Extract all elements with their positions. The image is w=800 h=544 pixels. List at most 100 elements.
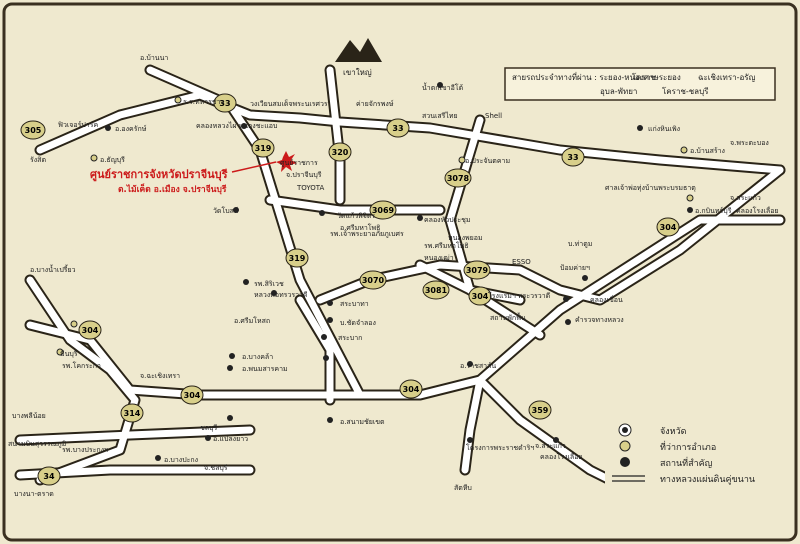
svg-text:304: 304: [403, 385, 420, 394]
place-label: คลองโรงเลื่อย: [540, 452, 583, 461]
place-label: แก่งหินเพิง: [648, 125, 680, 133]
svg-text:314: 314: [124, 409, 141, 418]
route-shield: 304: [180, 385, 204, 405]
svg-text:33: 33: [392, 124, 403, 133]
route-shield: 359: [528, 400, 552, 420]
place-label: หนองเฒ่า: [424, 254, 454, 262]
svg-text:33: 33: [567, 153, 578, 162]
place-label: จ.สระแก้ว: [730, 194, 761, 202]
svg-text:3079: 3079: [466, 266, 489, 275]
svg-text:320: 320: [332, 148, 349, 157]
place-labels: อ.บ้านนา วงเวียนสมเด็จพระนเรศวร น้ำตกเขา…: [8, 54, 779, 498]
place-label: อ.พนมสารคาม: [242, 365, 288, 373]
route-shield: 3078: [444, 168, 472, 188]
svg-text:3081: 3081: [425, 286, 448, 295]
place-label: หลวงพ่อทรวรวาดี: [254, 291, 308, 299]
svg-text:319: 319: [255, 144, 272, 153]
place-label: คำรวจทางหลวง: [575, 316, 624, 324]
place-label: ร.ร.ทหารช่าง: [183, 98, 224, 106]
svg-text:304: 304: [82, 326, 99, 335]
place-label: อ.ประจันตคาม: [465, 157, 510, 165]
place-label: ศูนย์ราชการ: [280, 159, 318, 167]
place-label: อ.ศรีมหาโพธิ: [340, 223, 380, 232]
place-label: TOYOTA: [296, 184, 325, 192]
route-shield: 3081: [422, 280, 450, 300]
place-label: รพ.สิริเวช: [254, 280, 284, 288]
place-label: วัดโบสถ์: [213, 206, 238, 215]
bus-route: ฉะเชิงเทรา-อรัญ: [698, 73, 756, 82]
place-label: สวนเสรีไทย: [422, 111, 458, 120]
place-label: เขาใหญ่: [343, 68, 372, 77]
route-shield: 320: [328, 142, 352, 162]
route-shield: 314: [120, 403, 144, 423]
place-label: ป้อมค่ายฯ: [560, 264, 590, 272]
place-label: อ.องครักษ์: [115, 125, 147, 133]
place-label: สระบาก: [338, 334, 362, 342]
place-label: อ.กบินทร์บุรี: [695, 207, 732, 215]
place-label: หนองพยอม: [448, 234, 483, 242]
svg-text:304: 304: [184, 391, 201, 400]
place-label: อ.ราชสาส์น: [460, 362, 496, 370]
place-label: จ.ปราจีนบุรี: [286, 171, 322, 179]
place-label: ฟิวเจอร์ปาร์ค: [58, 121, 98, 129]
place-label: อ.บางน้ำเปรี้ยว: [30, 263, 76, 274]
route-shield: 304: [656, 217, 680, 237]
legend-label: จังหวัด: [660, 427, 687, 437]
place-label: จ.สระแก้ว: [535, 442, 566, 450]
route-shield: 304: [78, 320, 102, 340]
landmark-dots: [56, 82, 694, 461]
bus-route: อุบล-พัทยา: [600, 87, 637, 96]
svg-text:33: 33: [219, 99, 230, 108]
place-label: รพ.ศรีมหาโพธิ: [424, 241, 469, 250]
route-shield: 319: [251, 138, 275, 158]
place-label: มีนบุรี: [60, 350, 78, 358]
map-legend: จังหวัด ที่ว่าการอำเภอ สถานที่สำคัญ ทางห…: [605, 420, 775, 512]
route-shield: 304: [399, 379, 423, 399]
legend-label: สถานที่สำคัญ: [660, 456, 713, 469]
route-shield: 305: [20, 120, 46, 140]
svg-text:3069: 3069: [372, 206, 395, 215]
route-shield: 319: [285, 248, 309, 268]
route-shield: 3070: [359, 270, 387, 290]
place-label: อ.บางปะกง: [164, 456, 198, 464]
place-label: ชลบุรี: [200, 424, 217, 432]
place-label: บางพลีน้อย: [12, 412, 46, 420]
svg-text:304: 304: [472, 292, 489, 301]
svg-text:3070: 3070: [362, 276, 385, 285]
svg-text:359: 359: [532, 406, 549, 415]
svg-text:319: 319: [289, 254, 306, 263]
bus-route: โคราช-ระยอง: [632, 72, 681, 82]
place-label: อ.แปลงยาว: [213, 435, 248, 443]
bus-route: โคราช-ชลบุรี: [662, 86, 709, 96]
mountain-icon: [335, 38, 382, 62]
route-shields: 33 305 319 320 33 33 3078 3069 319 3070 …: [20, 93, 680, 486]
place-label: อ.บางคล้า: [242, 353, 273, 361]
svg-text:304: 304: [660, 223, 677, 232]
place-label: อ.ศรีมโหสถ: [234, 316, 270, 325]
place-label: คลองเขื่อน: [590, 295, 623, 304]
route-shield: 304: [468, 286, 492, 306]
legend-label: ที่ว่าการอำเภอ: [660, 440, 716, 453]
place-label: รพ.โคกระกา: [62, 361, 101, 370]
place-label: คลองหัวประชุม: [424, 216, 470, 224]
place-label: จ.ฉะเชิงเทรา: [140, 372, 180, 380]
place-label: สัตหีบ: [454, 484, 472, 492]
place-label: บ.ชัดจำลอง: [340, 319, 376, 327]
place-label: อ.บ้านนา: [140, 54, 168, 62]
highlight-title: ศูนย์ราชการจังหวัดปราจีนบุรี: [90, 168, 228, 182]
place-label: รังสิต: [30, 156, 46, 164]
place-label: ค่ายจักรพงษ์: [356, 100, 394, 108]
place-label: โรงแรมฯ พระวรวาดี: [488, 291, 550, 300]
legend-label: ทางหลวงแผ่นดินคู่ขนาน: [660, 474, 755, 485]
svg-text:34: 34: [43, 472, 55, 481]
place-label: อ.บ้านสร้าง: [690, 147, 725, 155]
route-shield: 33: [213, 93, 237, 113]
place-label: วงเวียนสมเด็จพระนเรศวร: [250, 99, 328, 108]
route-shield: 33: [561, 147, 585, 167]
place-label: รพ.เจ้าพระยาอภัยภูเบศร: [330, 230, 404, 238]
svg-text:3078: 3078: [447, 174, 470, 183]
place-label: จ.ชลบุรี: [204, 464, 228, 472]
place-label: สระบาทา: [340, 300, 369, 308]
place-label: ศาลเจ้าพ่อทุ่งบ้านพระบรมธาตุ: [605, 184, 696, 192]
